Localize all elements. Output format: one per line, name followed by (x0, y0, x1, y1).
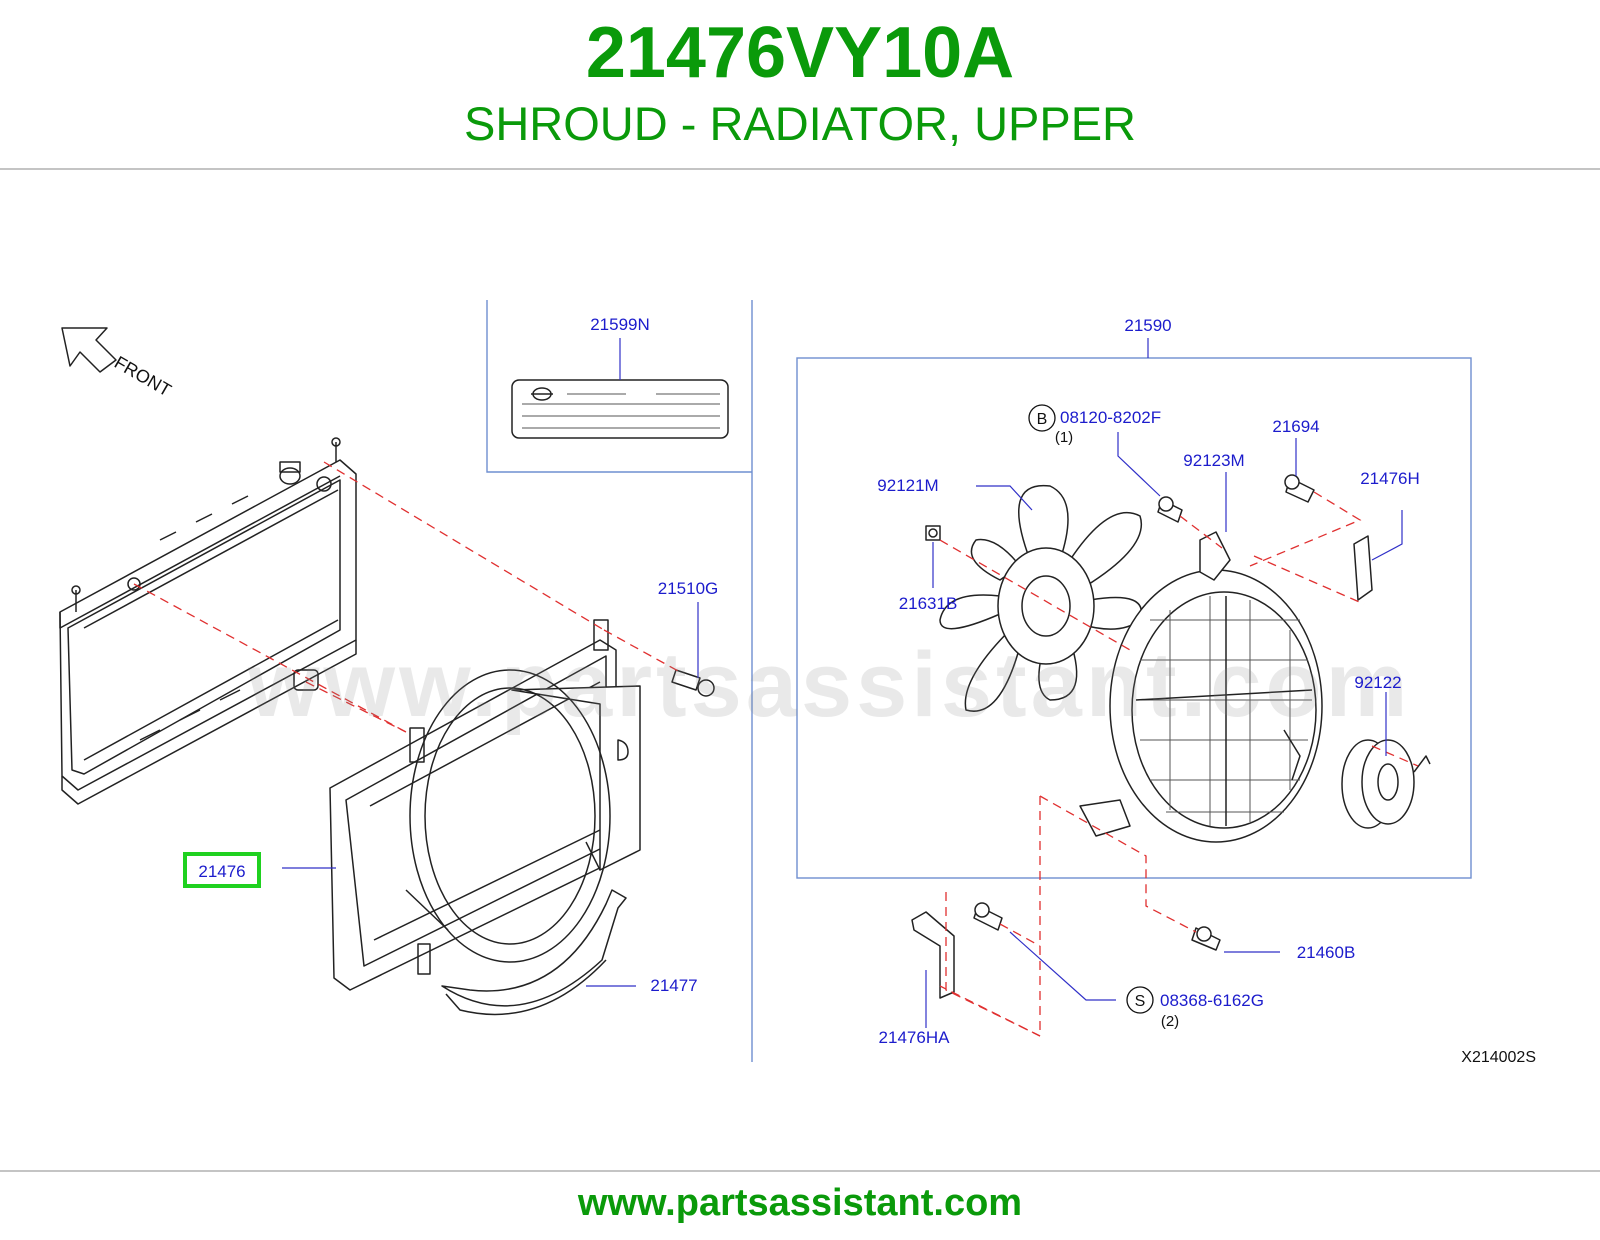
callout-letter-s: S (1135, 993, 1146, 1010)
callout-92122[interactable]: 92122 (1354, 673, 1401, 692)
part-number-title: 21476VY10A (585, 13, 1015, 93)
callout-21510G[interactable]: 21510G (658, 579, 719, 598)
caution-label-drawing (511, 379, 729, 439)
callout-letter-s-circle (1126, 986, 1154, 1014)
label-section-box (486, 300, 752, 473)
callout-21476HA[interactable]: 21476HA (879, 1028, 951, 1047)
highlight-box (183, 852, 261, 888)
callout-21599N[interactable]: 21599N (590, 315, 650, 334)
fan-blade-drawing (939, 484, 1143, 712)
fan-shroud-drawing (329, 619, 641, 991)
callout-08368-qty: (2) (1161, 1013, 1179, 1030)
callout-21476H[interactable]: 21476H (1360, 469, 1420, 488)
front-arrow-icon (61, 327, 117, 373)
callout-21460B[interactable]: 21460B (1297, 943, 1356, 962)
fan-motor-drawing (1341, 739, 1431, 829)
callout-92123M[interactable]: 92123M (1183, 451, 1244, 470)
callout-21477[interactable]: 21477 (650, 976, 697, 995)
callout-08120-8202F[interactable]: 08120-8202F (1060, 408, 1161, 427)
callout-21590[interactable]: 21590 (1124, 316, 1171, 335)
watermark-text: www.partsassistant.com (247, 634, 1411, 736)
assembly-dashed-lines (133, 461, 1419, 1038)
callout-letter-b: B (1037, 411, 1048, 428)
hardware-drawings (911, 474, 1373, 999)
callout-21694[interactable]: 21694 (1272, 417, 1319, 436)
lower-shroud-drawing (441, 889, 627, 1016)
fan-assembly-box (796, 357, 1472, 879)
callout-08368-6162G[interactable]: 08368-6162G (1160, 991, 1264, 1010)
footer-divider (0, 1170, 1600, 1172)
motor-shroud-drawing (1079, 531, 1323, 843)
radiator-drawing (59, 437, 357, 805)
part-description: SHROUD - RADIATOR, UPPER (464, 97, 1136, 150)
header-divider (0, 168, 1600, 170)
front-label: FRONT (111, 352, 175, 400)
callout-92121M[interactable]: 92121M (877, 476, 938, 495)
callout-08120-qty: (1) (1055, 429, 1073, 446)
callout-letter-b-circle (1028, 404, 1056, 432)
callout-21631B[interactable]: 21631B (899, 594, 958, 613)
screw-21510G-drawing (671, 669, 715, 697)
leader-lines (282, 338, 1403, 1028)
footer-url-link[interactable]: www.partsassistant.com (577, 1182, 1023, 1224)
callout-21476[interactable]: 21476 (198, 862, 245, 881)
figure-code: X214002S (1461, 1049, 1536, 1066)
